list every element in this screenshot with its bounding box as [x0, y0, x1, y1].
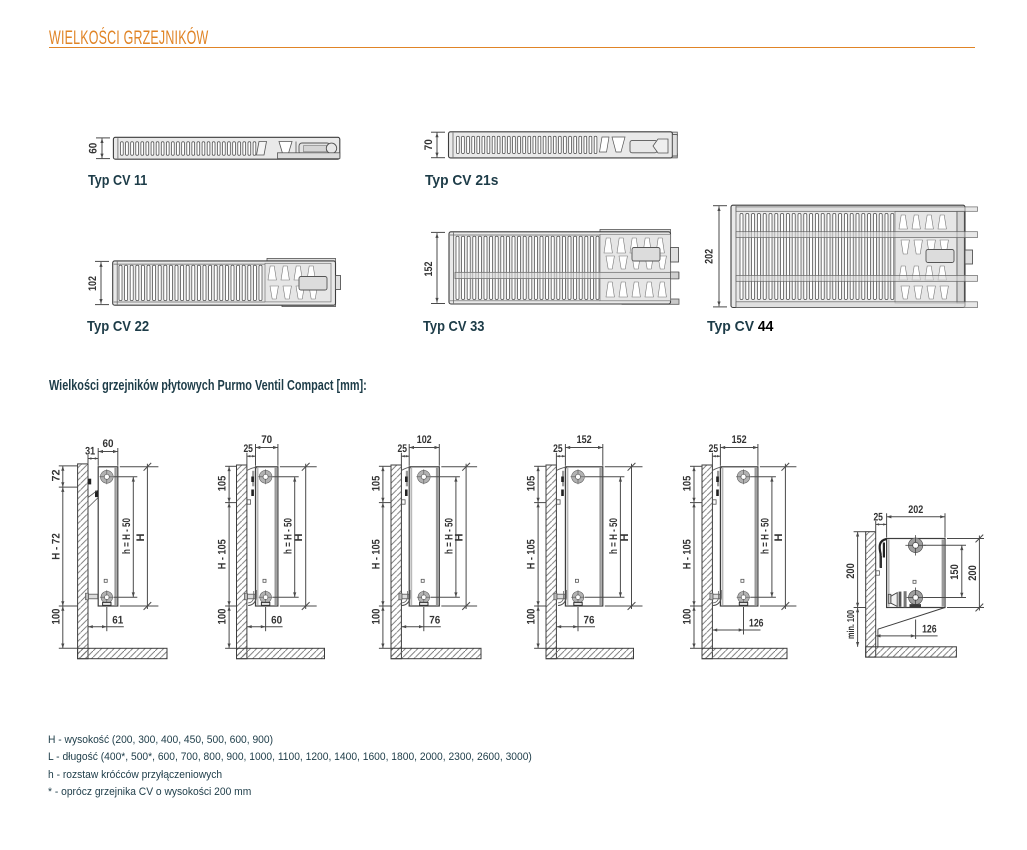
svg-text:202: 202: [908, 504, 923, 516]
svg-text:H: H: [773, 533, 785, 541]
svg-text:105: 105: [682, 476, 694, 492]
svg-text:100: 100: [217, 609, 229, 625]
svg-text:102: 102: [87, 276, 99, 291]
svg-text:31: 31: [85, 445, 95, 457]
svg-text:150: 150: [949, 564, 961, 580]
svg-text:h = H - 50: h = H - 50: [444, 518, 456, 554]
svg-text:25: 25: [553, 443, 563, 455]
svg-text:76: 76: [429, 614, 440, 626]
svg-text:H: H: [454, 533, 466, 541]
svg-text:H - 72: H - 72: [50, 533, 62, 560]
svg-text:25: 25: [873, 512, 883, 524]
svg-text:min. 100: min. 100: [846, 610, 857, 639]
svg-text:102: 102: [417, 434, 432, 446]
svg-text:61: 61: [112, 614, 123, 626]
svg-text:H - 105: H - 105: [682, 539, 694, 569]
svg-text:H: H: [619, 533, 631, 541]
svg-text:100: 100: [526, 609, 538, 625]
svg-text:105: 105: [217, 476, 229, 492]
svg-text:200: 200: [967, 565, 979, 581]
svg-text:152: 152: [577, 434, 592, 446]
svg-text:105: 105: [526, 476, 538, 492]
svg-text:H - 105: H - 105: [370, 539, 382, 569]
svg-text:126: 126: [749, 618, 764, 630]
svg-text:100: 100: [370, 609, 382, 625]
svg-text:152: 152: [423, 262, 435, 277]
svg-text:70: 70: [261, 434, 272, 446]
svg-text:25: 25: [709, 443, 719, 455]
svg-text:72: 72: [50, 470, 62, 482]
svg-text:100: 100: [682, 609, 694, 625]
svg-text:25: 25: [398, 443, 408, 455]
svg-text:H: H: [293, 533, 305, 541]
svg-text:H - 105: H - 105: [526, 539, 538, 569]
svg-text:60: 60: [271, 614, 282, 626]
svg-text:h = H - 50: h = H - 50: [760, 518, 772, 554]
svg-text:100: 100: [50, 609, 62, 625]
svg-text:h = H - 50: h = H - 50: [283, 518, 295, 554]
svg-text:25: 25: [243, 443, 253, 455]
svg-text:76: 76: [584, 614, 595, 626]
svg-text:105: 105: [370, 476, 382, 492]
svg-text:h = H - 50: h = H - 50: [608, 518, 620, 554]
svg-text:h = H - 50: h = H - 50: [121, 518, 133, 554]
svg-text:60: 60: [103, 438, 114, 450]
svg-text:200: 200: [845, 563, 857, 579]
svg-text:H - 105: H - 105: [217, 539, 229, 569]
svg-text:70: 70: [423, 139, 435, 150]
svg-text:202: 202: [704, 249, 716, 264]
svg-text:126: 126: [922, 624, 937, 636]
svg-text:60: 60: [88, 143, 100, 154]
svg-text:H: H: [135, 533, 147, 541]
svg-text:152: 152: [732, 434, 747, 446]
